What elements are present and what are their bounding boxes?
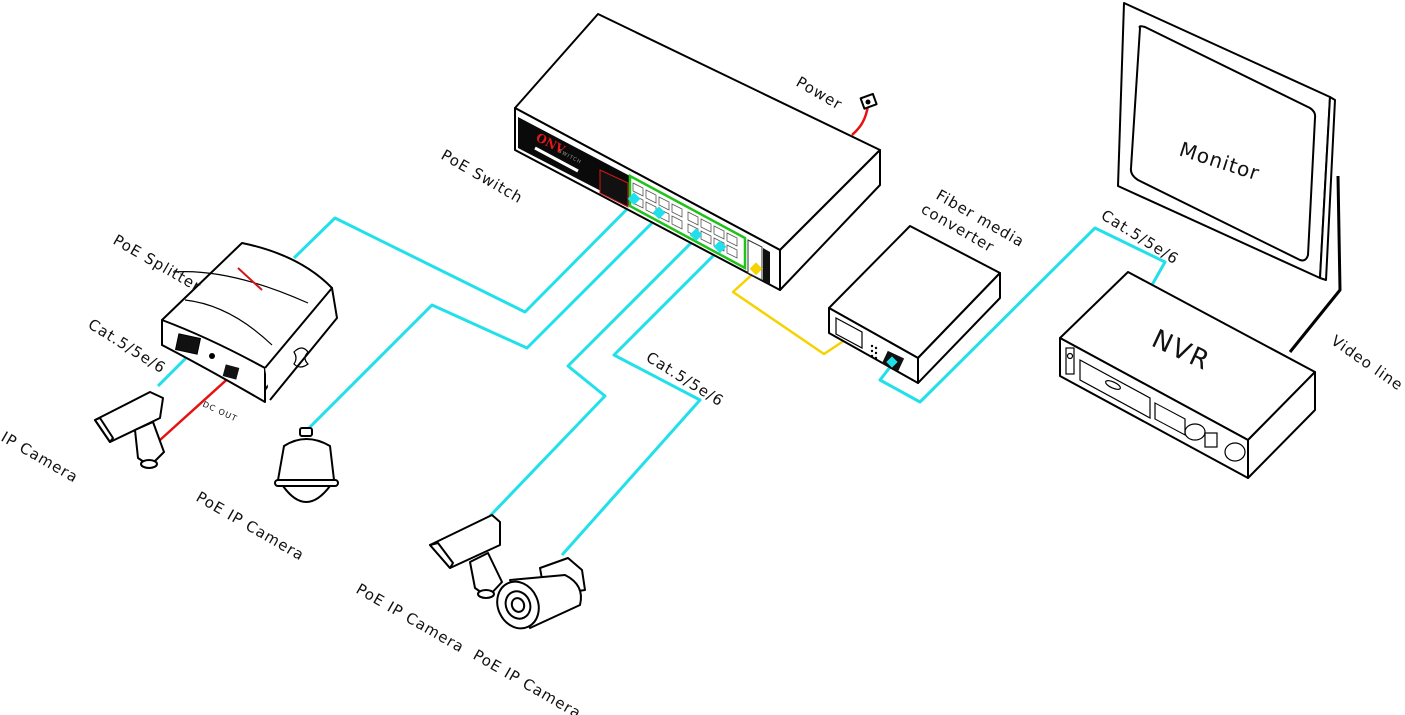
power-plug-icon (859, 92, 878, 110)
cat-cable-ip-camera (156, 352, 192, 388)
nvr-power-button (1065, 347, 1075, 375)
poe-switch[interactable]: ONV SWITCH (514, 13, 881, 291)
fiber-cable (731, 269, 846, 356)
box-camera[interactable] (429, 514, 503, 599)
splitter-led (209, 353, 215, 359)
splitter-label: PoE Splitter (110, 231, 204, 296)
box-camera-label: PoE IP Camera (353, 580, 468, 657)
converter-sfp-port (835, 316, 863, 350)
cables (156, 104, 1342, 556)
nvr-disc-tray (1079, 358, 1151, 420)
ip-camera-label: IP Camera (0, 428, 82, 487)
video-cable (1288, 175, 1342, 353)
bullet-camera[interactable] (490, 557, 586, 635)
dome-camera[interactable] (274, 427, 339, 503)
nvr-buttons (1154, 402, 1186, 436)
cat-cable-nvr (878, 226, 1167, 404)
switch-led-panel (599, 169, 629, 208)
power-cable (851, 104, 870, 136)
cat-cable-splitter (292, 198, 638, 314)
switch-label: PoE Switch (438, 146, 526, 207)
dc-out-cable (159, 373, 234, 441)
converter-leds (870, 344, 878, 360)
fiber-media-converter[interactable] (828, 225, 1001, 384)
bullet-camera-label: PoE IP Camera (470, 646, 585, 715)
nvr[interactable] (1059, 271, 1316, 479)
monitor[interactable] (1117, 2, 1336, 281)
middle-cable-label: Cat.5/5e/6 (643, 348, 727, 410)
dc-out-label: DC OUT (201, 400, 239, 424)
ip-camera[interactable] (94, 391, 165, 469)
power-label: Power (793, 73, 846, 114)
poe-splitter[interactable] (161, 242, 338, 403)
video-line-label: Video line (1328, 332, 1405, 395)
cat-cable-box-camera (488, 235, 699, 518)
cat-cable-dome-camera (303, 213, 662, 434)
splitter-cable-label: Cat.5/5e/6 (85, 315, 169, 377)
cat-cable-bullet-camera (560, 246, 723, 556)
splitter-dc-port (222, 364, 240, 380)
splitter-rj45-port (174, 333, 202, 355)
dome-camera-label: PoE IP Camera (193, 488, 308, 565)
